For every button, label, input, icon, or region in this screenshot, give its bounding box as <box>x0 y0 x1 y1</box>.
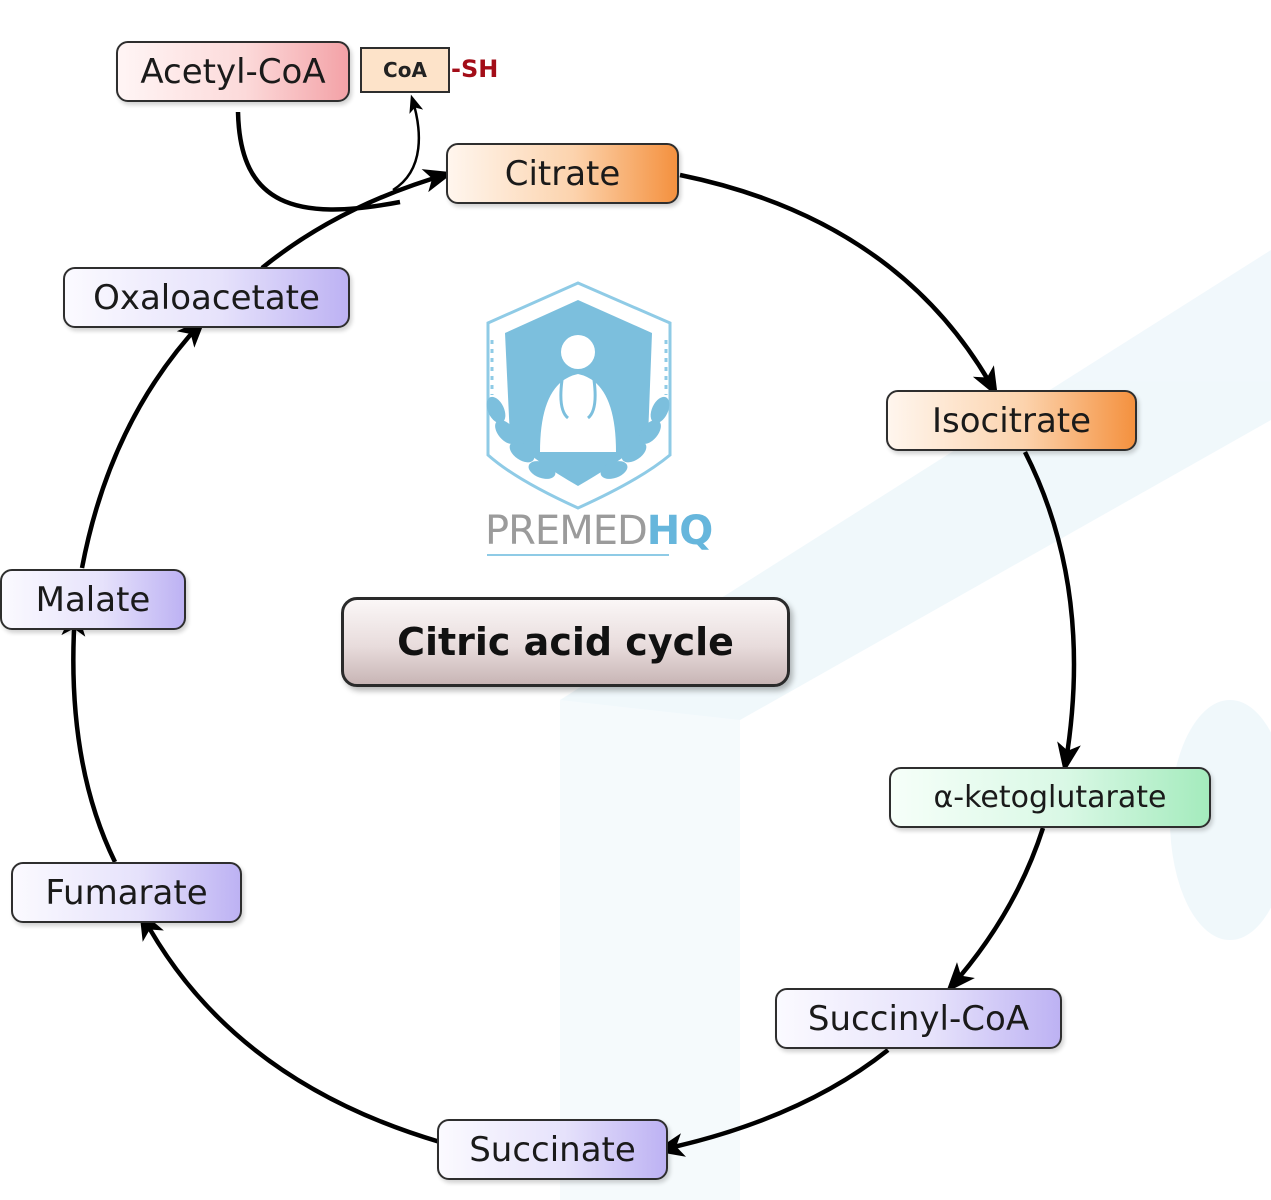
arrow-succinate-to-fumarate <box>139 909 441 1145</box>
node-fumarate: Fumarate <box>11 862 242 923</box>
arrow-citrate-to-isocitrate <box>679 172 998 398</box>
node-alpha-ketoglutarate: α-ketoglutarate <box>889 767 1211 828</box>
diagram-title: Citric acid cycle <box>341 597 790 687</box>
node-acetyl-coa: Acetyl-CoA <box>116 41 350 102</box>
node-citrate: Citrate <box>446 143 679 204</box>
arrow-acetyl-coa-curve <box>235 111 401 212</box>
arrow-fumarate-to-malate <box>61 606 118 863</box>
arrow-coa-sh-release <box>392 94 424 192</box>
node-isocitrate: Isocitrate <box>886 390 1137 451</box>
premedhq-logo-text: PREMEDHQ <box>485 508 713 554</box>
node-oxaloacetate: Oxaloacetate <box>63 267 350 328</box>
logo-text-premed: PREMED <box>485 508 648 554</box>
node-succinate: Succinate <box>437 1119 668 1180</box>
arrow-ketoglutarate-to-succinyl <box>946 827 1046 993</box>
arrow-malate-to-oxaloacetate <box>79 317 207 569</box>
premedhq-logo <box>486 281 672 556</box>
coa-box: CoA <box>360 47 450 93</box>
node-malate: Malate <box>0 569 186 630</box>
logo-text-hq: HQ <box>646 508 713 554</box>
sh-label: -SH <box>451 55 499 83</box>
arrow-isocitrate-to-ketoglutarate <box>1022 450 1081 773</box>
node-succinyl-coa: Succinyl-CoA <box>775 988 1062 1049</box>
arrow-succinyl-to-succinate <box>654 1048 890 1157</box>
arrow-oxaloacetate-to-citrate <box>260 169 454 270</box>
cycle-arrows <box>61 94 1081 1157</box>
